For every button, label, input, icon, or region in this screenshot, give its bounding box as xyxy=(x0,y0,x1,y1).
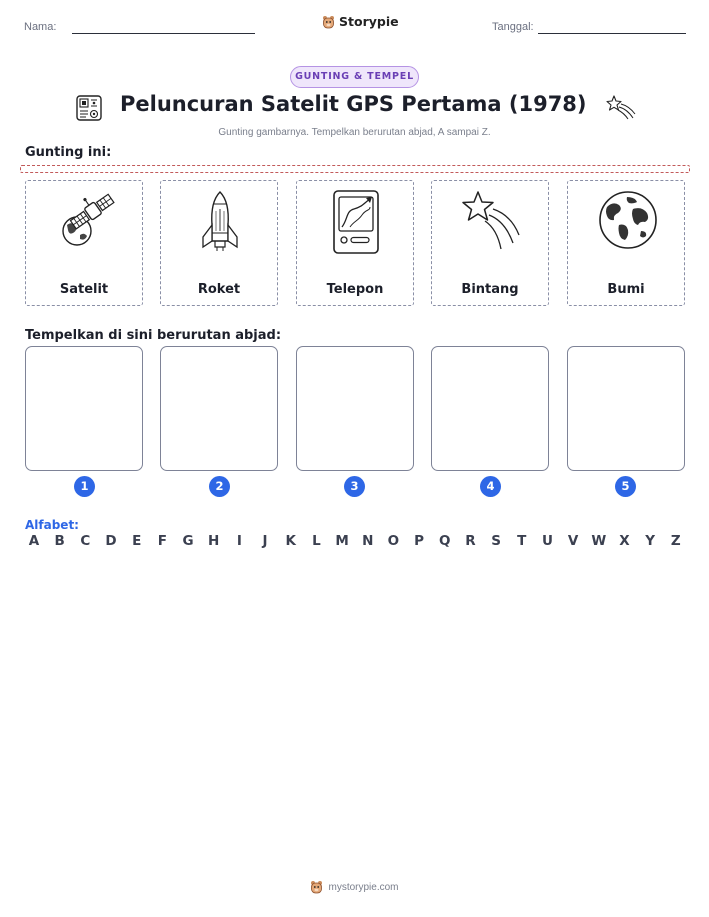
brand-logo: Storypie xyxy=(322,14,399,29)
alphabet-letter: G xyxy=(182,533,194,549)
name-line[interactable] xyxy=(72,33,255,34)
paste-box-1[interactable] xyxy=(25,346,143,471)
alphabet-letter: P xyxy=(414,533,425,549)
alphabet-letter: N xyxy=(362,533,374,549)
shooting-star-title-icon xyxy=(606,95,636,120)
title-row: Peluncuran Satelit GPS Pertama (1978) xyxy=(0,92,709,124)
alphabet-letter: D xyxy=(105,533,117,549)
alphabet-letter: Z xyxy=(670,533,681,549)
header: Nama: Storypie Tanggal: xyxy=(0,14,709,44)
alphabet-letter: F xyxy=(157,533,167,549)
paste-box-4[interactable] xyxy=(431,346,549,471)
instructions: Gunting gambarnya. Tempelkan berurutan a… xyxy=(218,127,491,138)
alphabet-letter: T xyxy=(517,533,527,549)
alphabet-letter: L xyxy=(312,533,321,549)
name-label: Nama: xyxy=(24,21,57,33)
date-label: Tanggal: xyxy=(492,21,534,33)
cut-card-rocket[interactable]: Roket xyxy=(160,180,278,306)
alphabet-letter: K xyxy=(285,533,296,549)
brand-name: Storypie xyxy=(339,14,399,29)
paste-section-label: Tempelkan di sini berurutan abjad: xyxy=(25,328,282,343)
slot-number-2: 2 xyxy=(209,476,230,497)
shooting-star-icon xyxy=(462,191,520,250)
slot-number-5: 5 xyxy=(615,476,636,497)
rocket-icon xyxy=(202,191,238,251)
slot-number-4: 4 xyxy=(480,476,501,497)
alphabet-letter: B xyxy=(54,533,65,549)
alphabet-letter: A xyxy=(28,533,40,549)
satellite-icon xyxy=(62,193,115,246)
paste-box-3[interactable] xyxy=(296,346,414,471)
card-label: Bumi xyxy=(607,282,645,297)
alphabet-letter: U xyxy=(541,533,553,549)
paste-box-5[interactable] xyxy=(567,346,685,471)
alphabet-letter: M xyxy=(335,533,349,549)
alphabet-letter: E xyxy=(132,533,142,549)
alphabet-letter: X xyxy=(619,533,630,549)
card-label: Satelit xyxy=(59,282,109,297)
storypie-mascot-icon xyxy=(323,15,334,28)
cut-card-phone[interactable]: Telepon xyxy=(296,180,414,306)
alphabet-label: Alfabet: xyxy=(25,518,79,532)
phone-icon xyxy=(333,190,379,254)
gps-device-icon xyxy=(76,95,102,121)
footer-site[interactable]: mystorypie.com xyxy=(328,881,399,893)
alphabet-letter: J xyxy=(262,533,268,549)
card-label: Telepon xyxy=(326,282,384,297)
alphabet-row: A B C D E F G H I J K L M N O P Q R S T … xyxy=(25,533,685,549)
alphabet-letter: Q xyxy=(439,533,451,549)
date-line[interactable] xyxy=(538,33,686,34)
alphabet-letter: Y xyxy=(645,533,656,549)
alphabet-letter: H xyxy=(208,533,220,549)
alphabet-letter: O xyxy=(387,533,400,549)
alphabet-letter: V xyxy=(567,533,579,549)
earth-icon xyxy=(599,191,657,249)
cut-line[interactable] xyxy=(20,165,690,173)
alphabet-letter: S xyxy=(491,533,501,549)
cut-card-star[interactable]: Bintang xyxy=(431,180,549,306)
cut-section-label: Gunting ini: xyxy=(25,145,112,160)
alphabet-letter: I xyxy=(236,533,242,549)
alphabet-letter: R xyxy=(465,533,476,549)
cut-card-earth[interactable]: Bumi xyxy=(567,180,685,306)
card-label: Bintang xyxy=(461,282,519,297)
storypie-mascot-icon xyxy=(311,881,323,894)
footer: mystorypie.com xyxy=(0,880,709,894)
paste-box-2[interactable] xyxy=(160,346,278,471)
alphabet-letter: W xyxy=(591,533,607,549)
slot-number-3: 3 xyxy=(344,476,365,497)
card-label: Roket xyxy=(197,282,241,297)
slot-number-1: 1 xyxy=(74,476,95,497)
page-title: Peluncuran Satelit GPS Pertama (1978) xyxy=(120,92,587,116)
alphabet-letter: C xyxy=(80,533,91,549)
cut-card-satellite[interactable]: Satelit xyxy=(25,180,143,306)
activity-badge: GUNTING & TEMPEL xyxy=(290,66,419,88)
